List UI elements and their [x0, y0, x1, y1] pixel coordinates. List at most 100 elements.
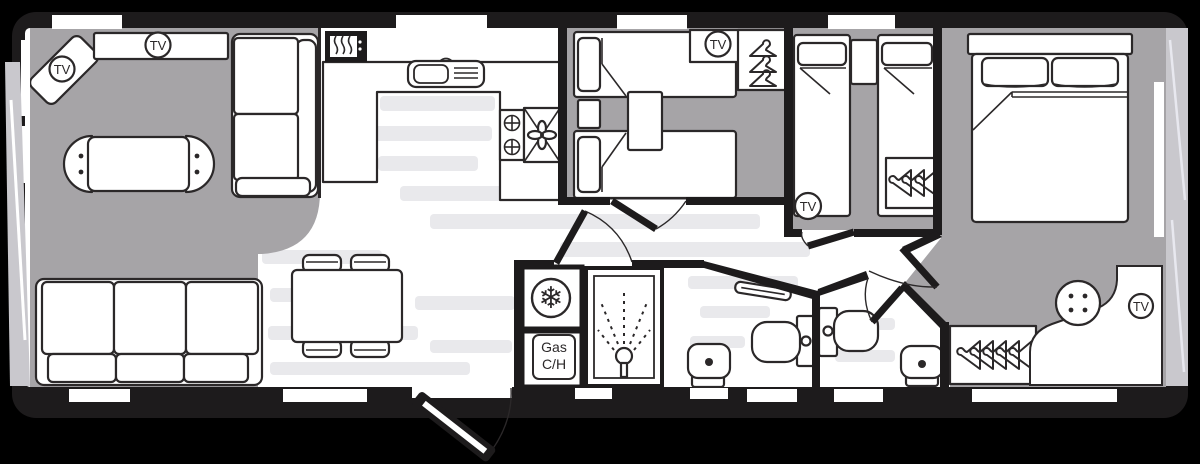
tv-icon	[704, 30, 732, 58]
freezer-cupboard: ❄	[519, 264, 585, 332]
vanity-unit	[626, 90, 664, 152]
extractor-fan-icon	[526, 119, 558, 151]
window	[828, 15, 895, 29]
tv-label: TV	[54, 62, 71, 77]
door-twin-bedroom-1	[610, 198, 687, 232]
bedside-unit	[849, 38, 879, 86]
wash-basin	[686, 342, 732, 389]
window	[617, 15, 687, 29]
hanger-icon	[888, 169, 938, 197]
ensuite-wc	[817, 306, 945, 388]
tv-label: TV	[1133, 300, 1150, 314]
wall	[816, 271, 869, 297]
wall	[514, 260, 554, 268]
window	[396, 15, 487, 29]
master-bedroom: TV	[948, 32, 1163, 386]
door-master-bedroom	[868, 245, 940, 290]
hanger-icon	[749, 39, 777, 87]
shower-cubicle	[584, 266, 664, 388]
tv-label: TV	[150, 38, 167, 53]
wardrobe	[948, 324, 1038, 386]
windows	[21, 15, 1164, 402]
door-twin-bedroom-2	[800, 228, 856, 250]
cooker-icon	[498, 106, 562, 164]
twin-bedroom-2: TV	[792, 33, 938, 221]
tv-icon	[1127, 292, 1155, 320]
wall	[902, 231, 942, 253]
window	[69, 389, 130, 402]
doors	[412, 198, 940, 462]
toilet-bowl	[832, 309, 880, 353]
table-top	[86, 135, 191, 193]
bedside-unit	[576, 98, 602, 130]
sofa-2-seat	[230, 32, 320, 199]
pillow	[880, 41, 934, 67]
pillow	[576, 36, 602, 93]
stool	[1054, 279, 1102, 327]
wall	[933, 25, 942, 235]
window	[21, 126, 30, 183]
toilet	[817, 306, 880, 358]
wall	[784, 229, 802, 237]
double-bed	[970, 52, 1130, 224]
interior-walls	[514, 25, 949, 387]
glass-streak	[1168, 39, 1187, 201]
wash-basin	[899, 344, 945, 388]
tap-icon	[439, 57, 453, 62]
dining-table	[290, 253, 404, 359]
window	[52, 15, 122, 29]
duvet-fold	[601, 132, 627, 168]
wall	[632, 260, 704, 268]
wall	[940, 322, 949, 387]
pillow	[576, 135, 602, 194]
kitchen-divider-line	[318, 28, 321, 198]
snowflake-glyph: ❄	[538, 282, 563, 315]
lounge: TV TV	[29, 31, 320, 387]
toilet-bowl	[750, 320, 802, 364]
door-threshold	[412, 384, 512, 398]
wall	[514, 260, 523, 387]
duvet-fold	[799, 67, 831, 95]
gas-central-heating: Gas C/H	[519, 328, 585, 390]
pillow	[796, 41, 848, 67]
wall	[854, 229, 939, 237]
window	[834, 389, 883, 402]
gas-ch-box	[532, 334, 576, 380]
end-panels	[5, 28, 1188, 386]
sink-icon	[406, 57, 486, 89]
shower-room: ❄ Gas C/H	[519, 264, 817, 390]
window	[21, 40, 30, 116]
window	[972, 389, 1117, 402]
glass-streak	[1170, 219, 1186, 373]
tv-label: TV	[710, 37, 727, 52]
dining-chair	[184, 134, 216, 194]
toilet	[750, 314, 817, 368]
wall	[686, 197, 787, 205]
wardrobe	[884, 156, 938, 210]
pillow	[1050, 56, 1120, 88]
oval-dining-table	[62, 134, 216, 194]
microwave-icon	[325, 31, 367, 62]
glass-streak	[9, 99, 27, 341]
duvet-fold	[972, 91, 1013, 131]
hanger-icon	[956, 340, 1033, 370]
tv-icon	[48, 55, 76, 83]
gas-ch-label: C/H	[542, 356, 566, 372]
headboard	[966, 32, 1134, 56]
gas-ch-label: Gas	[541, 339, 567, 355]
door-shower-room	[552, 209, 633, 265]
single-bed	[792, 33, 852, 218]
duvet-fold	[601, 63, 627, 97]
sofa-3-seat	[34, 277, 264, 387]
window	[1154, 82, 1164, 237]
entrance-door	[412, 384, 512, 462]
end-panel-right	[1166, 28, 1188, 386]
shower-head-icon	[597, 292, 651, 379]
wall	[784, 25, 793, 237]
tv-label: TV	[800, 199, 817, 214]
window	[575, 388, 612, 399]
kitchen	[318, 28, 562, 202]
wall	[812, 293, 820, 387]
